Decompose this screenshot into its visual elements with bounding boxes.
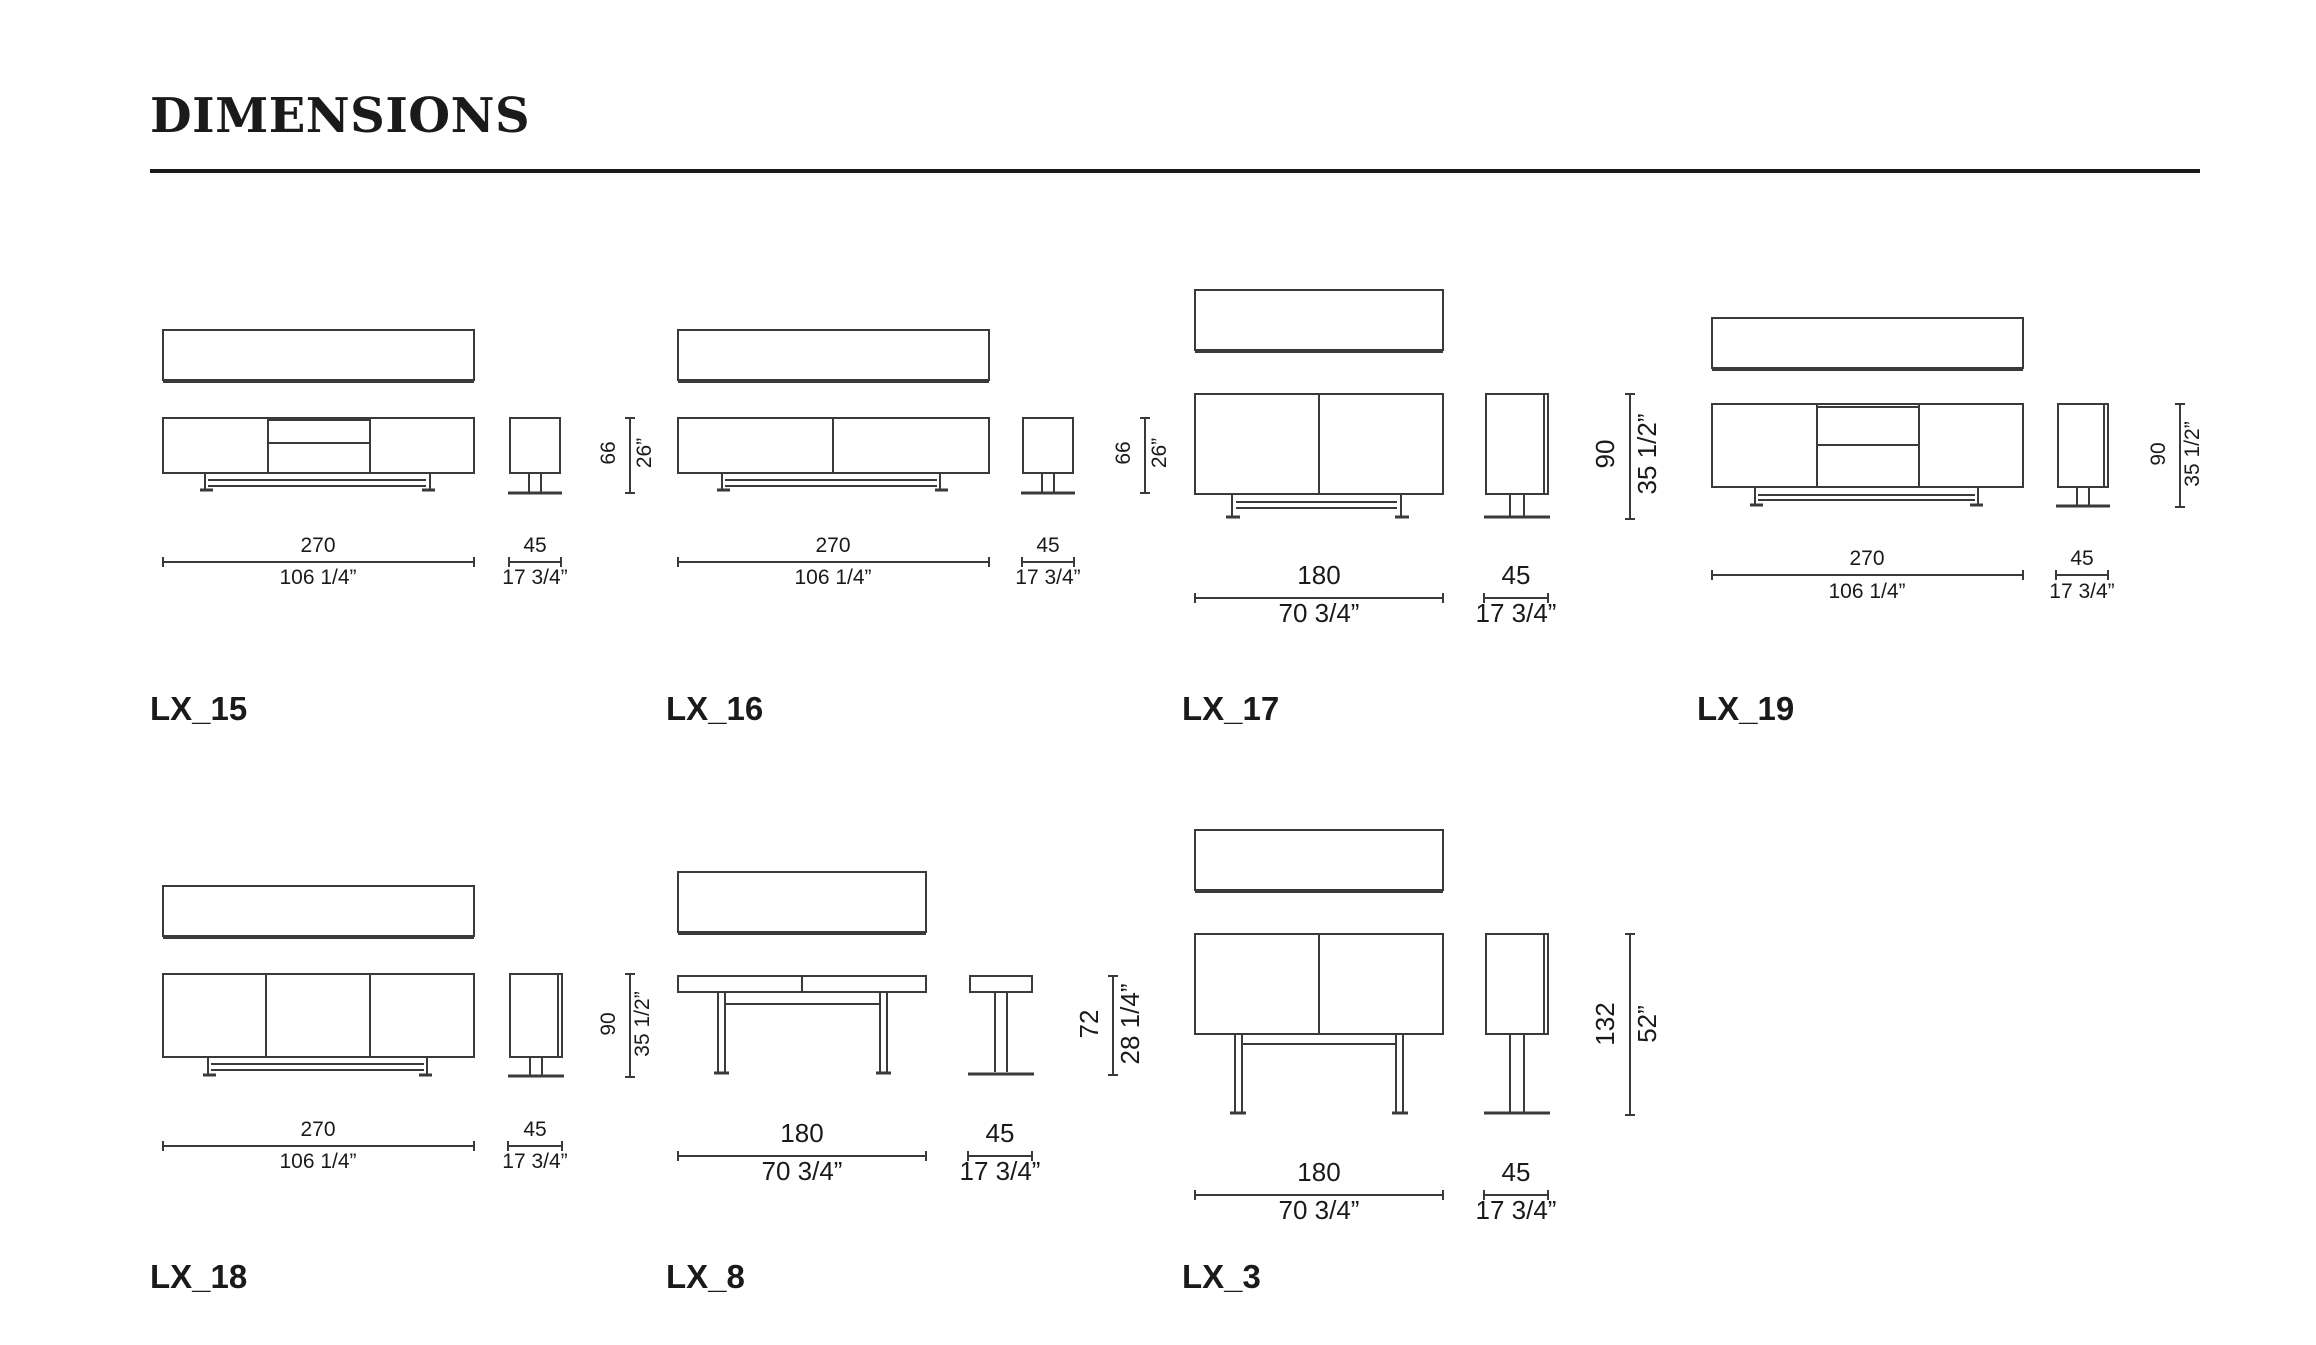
- lx17-model-code: LX_17: [1182, 690, 1279, 727]
- lx18-side-view: [508, 973, 564, 1078]
- lx15-depth-cm: 45: [523, 534, 546, 557]
- lx8-dimension-lines: [677, 975, 1118, 1161]
- lx15-drawing: [162, 329, 635, 567]
- lx17-side-view: [1484, 393, 1550, 519]
- lx3-top-view: [1194, 829, 1444, 891]
- lx3-height-in: 52”: [1632, 1005, 1662, 1043]
- lx8-depth-cm: 45: [986, 1118, 1015, 1148]
- lx8-depth-in: 17 3/4”: [960, 1156, 1041, 1186]
- lx3-model-code: LX_3: [1182, 1258, 1261, 1295]
- lx19-dimension-lines: [1711, 403, 2185, 580]
- lx3-width-cm: 180: [1297, 1157, 1340, 1187]
- lx19-depth-in: 17 3/4”: [2049, 580, 2114, 603]
- lx18-model-code: LX_18: [150, 1258, 247, 1295]
- lx16-front-view: [677, 417, 990, 492]
- lx17-depth-in: 17 3/4”: [1476, 598, 1557, 628]
- lx16-drawing: [677, 329, 1150, 567]
- lx15-top-view: [162, 329, 475, 381]
- lx19-drawing: [1711, 317, 2185, 580]
- lx17-depth-cm: 45: [1502, 560, 1531, 590]
- lx19-top-view: [1711, 317, 2024, 369]
- lx18-front-view: [162, 973, 475, 1077]
- lx8-drawing: [677, 871, 1118, 1161]
- lx17-dimension-lines: [1194, 393, 1635, 603]
- lx15-model-code: LX_15: [150, 690, 247, 727]
- lx17-top-view: [1194, 289, 1444, 351]
- lx15-height-cm: 66: [597, 441, 620, 464]
- lx16-width-cm: 270: [815, 534, 850, 557]
- lx18-height-cm: 90: [597, 1012, 620, 1035]
- lx8-top-view: [677, 871, 927, 933]
- lx16-model-code: LX_16: [666, 690, 763, 727]
- lx19-model-code: LX_19: [1697, 690, 1794, 727]
- lx8-side-view: [968, 975, 1034, 1076]
- lx15-height-in: 26”: [633, 438, 656, 468]
- lx8-height-cm: 72: [1074, 1010, 1104, 1039]
- lx17-front-view: [1194, 393, 1444, 519]
- lx19-width-in: 106 1/4”: [1828, 580, 1905, 603]
- lx8-width-cm: 180: [780, 1118, 823, 1148]
- lx3-side-view: [1484, 933, 1550, 1115]
- lx3-depth-cm: 45: [1502, 1157, 1531, 1187]
- lx16-depth-in: 17 3/4”: [1015, 566, 1080, 589]
- lx15-dimension-lines: [162, 417, 635, 567]
- lx3-drawing: [1194, 829, 1635, 1200]
- lx16-height-cm: 66: [1112, 441, 1135, 464]
- lx15-side-view: [508, 417, 562, 495]
- lx18-dimension-lines: [162, 973, 635, 1151]
- lx18-depth-cm: 45: [523, 1118, 546, 1141]
- lx17-width-in: 70 3/4”: [1279, 598, 1360, 628]
- lx16-height-in: 26”: [1148, 438, 1171, 468]
- lx19-height-in: 35 1/2”: [2181, 421, 2204, 486]
- lx16-top-view: [677, 329, 990, 381]
- lx19-width-cm: 270: [1849, 547, 1884, 570]
- lx3-width-in: 70 3/4”: [1279, 1195, 1360, 1225]
- lx15-depth-in: 17 3/4”: [502, 566, 567, 589]
- lx17-height-cm: 90: [1590, 440, 1620, 469]
- lx3-front-view: [1194, 933, 1444, 1115]
- lx8-front-view: [677, 975, 927, 1075]
- lx19-side-view: [2056, 403, 2110, 508]
- lx8-model-code: LX_8: [666, 1258, 745, 1295]
- lx19-height-cm: 90: [2147, 442, 2170, 465]
- lx19-depth-cm: 45: [2070, 547, 2093, 570]
- lx16-side-view: [1021, 417, 1075, 495]
- lx16-depth-cm: 45: [1036, 534, 1059, 557]
- lx18-top-view: [162, 885, 475, 937]
- lx16-width-in: 106 1/4”: [794, 566, 871, 589]
- lx18-drawing: [162, 885, 635, 1151]
- lx15-width-cm: 270: [300, 534, 335, 557]
- lx17-drawing: [1194, 289, 1635, 603]
- lx3-depth-in: 17 3/4”: [1476, 1195, 1557, 1225]
- lx18-height-in: 35 1/2”: [631, 991, 654, 1056]
- lx17-height-in: 35 1/2”: [1632, 414, 1662, 495]
- lx19-front-view: [1711, 403, 2024, 507]
- lx3-dimension-lines: [1194, 933, 1635, 1200]
- title-underline: [150, 169, 2200, 173]
- lx18-width-cm: 270: [300, 1118, 335, 1141]
- lx17-width-cm: 180: [1297, 560, 1340, 590]
- lx8-width-in: 70 3/4”: [762, 1156, 843, 1186]
- lx15-front-view: [162, 417, 475, 492]
- lx16-dimension-lines: [677, 417, 1150, 567]
- lx8-height-in: 28 1/4”: [1115, 984, 1145, 1065]
- lx18-depth-in: 17 3/4”: [502, 1150, 567, 1173]
- page-title: DIMENSIONS: [150, 88, 531, 144]
- lx18-width-in: 106 1/4”: [279, 1150, 356, 1173]
- lx3-height-cm: 132: [1590, 1002, 1620, 1045]
- lx15-width-in: 106 1/4”: [279, 566, 356, 589]
